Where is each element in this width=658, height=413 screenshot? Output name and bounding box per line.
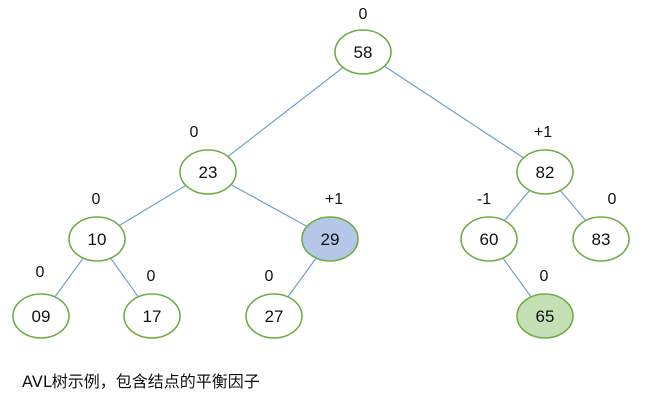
balance-factor-58: 0 [359, 6, 368, 23]
node-key-label: 58 [354, 43, 373, 62]
tree-node-82: 82 [516, 149, 574, 195]
tree-node-23: 23 [179, 149, 237, 195]
tree-node-27: 27 [245, 293, 303, 339]
tree-edge-58-23 [207, 51, 364, 173]
balance-factor-09: 0 [36, 264, 45, 281]
tree-nodes: 58 23 82 10 29 60 83 09 17 27 65 [12, 29, 630, 339]
balance-factor-65: 0 [540, 268, 549, 285]
balance-factor-60: -1 [477, 191, 491, 208]
node-key-label: 29 [321, 230, 340, 249]
node-key-label: 65 [536, 307, 555, 326]
tree-node-29: 29 [301, 216, 359, 262]
balance-factor-83: 0 [608, 191, 617, 208]
node-key-label: 10 [88, 230, 107, 249]
balance-factor-29: +1 [325, 191, 343, 208]
node-circle [301, 216, 359, 262]
node-circle [245, 293, 303, 339]
node-key-label: 27 [265, 307, 284, 326]
tree-node-65: 65 [516, 293, 574, 339]
node-circle [12, 293, 70, 339]
node-key-label: 82 [536, 163, 555, 182]
balance-factor-82: +1 [534, 124, 552, 141]
node-circle [334, 29, 392, 75]
node-circle [123, 293, 181, 339]
node-circle [179, 149, 237, 195]
balance-factor-27: 0 [265, 268, 274, 285]
node-circle [516, 149, 574, 195]
node-key-label: 09 [32, 307, 51, 326]
node-circle [460, 216, 518, 262]
node-key-label: 60 [480, 230, 499, 249]
tree-edge-58-82 [362, 51, 546, 173]
balance-factor-17: 0 [147, 268, 156, 285]
tree-node-10: 10 [68, 216, 126, 262]
node-circle [68, 216, 126, 262]
tree-edges [40, 51, 602, 317]
balance-factor-labels: 0 0 +1 0 +1 -1 0 0 0 0 0 [36, 6, 617, 285]
node-circle [572, 216, 630, 262]
tree-node-09: 09 [12, 293, 70, 339]
node-key-label: 23 [199, 163, 218, 182]
node-circle [516, 293, 574, 339]
tree-node-60: 60 [460, 216, 518, 262]
balance-factor-23: 0 [190, 124, 199, 141]
balance-factor-10: 0 [92, 191, 101, 208]
node-key-label: 17 [143, 307, 162, 326]
node-key-label: 83 [592, 230, 611, 249]
tree-node-17: 17 [123, 293, 181, 339]
tree-node-83: 83 [572, 216, 630, 262]
tree-node-58: 58 [334, 29, 392, 75]
diagram-caption: AVL树示例，包含结点的平衡因子 [22, 372, 260, 391]
